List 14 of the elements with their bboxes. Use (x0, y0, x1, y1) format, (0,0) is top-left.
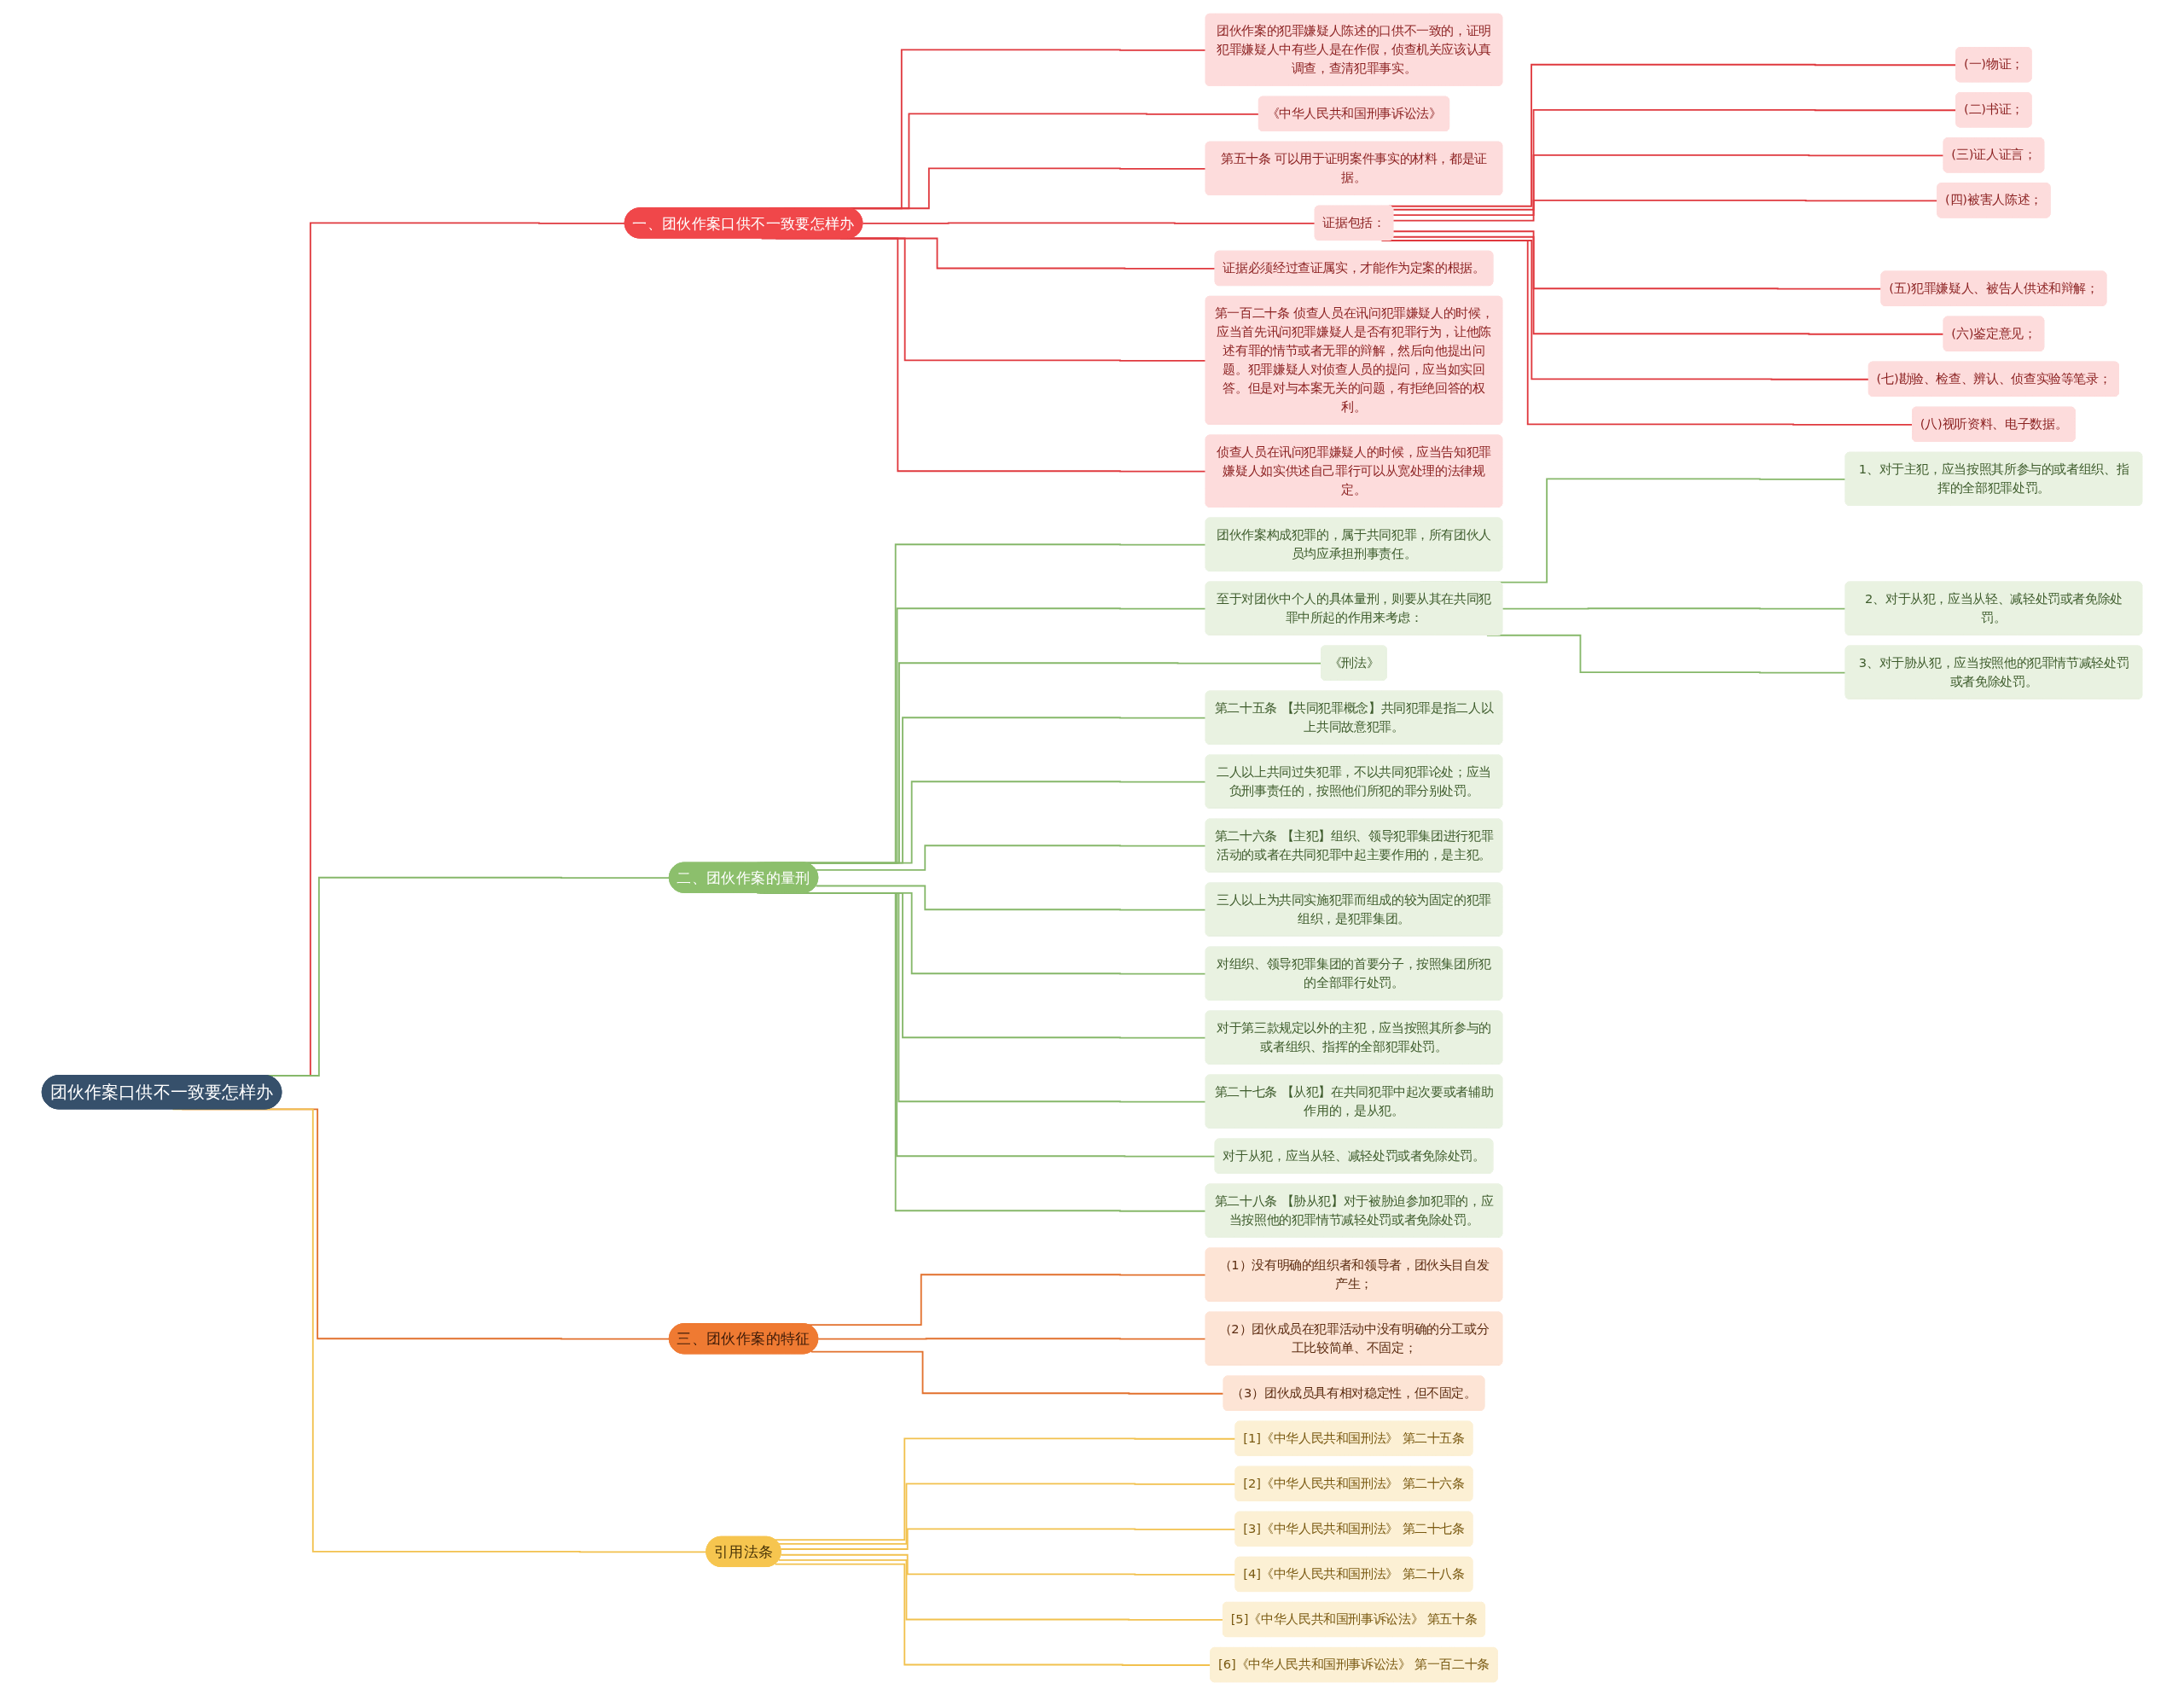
connector (810, 1350, 1225, 1395)
connector (815, 885, 1207, 911)
connector (1486, 634, 1847, 674)
connector (756, 891, 1207, 1212)
connector (817, 1337, 1207, 1340)
connector (777, 1559, 1224, 1621)
connector (1392, 229, 1883, 290)
connector (1392, 235, 1945, 335)
connector (780, 1553, 1237, 1576)
connector (1502, 607, 1847, 610)
connector (815, 844, 1207, 871)
connector (780, 1528, 1237, 1550)
connector (1392, 154, 1945, 216)
connector (862, 222, 1316, 224)
